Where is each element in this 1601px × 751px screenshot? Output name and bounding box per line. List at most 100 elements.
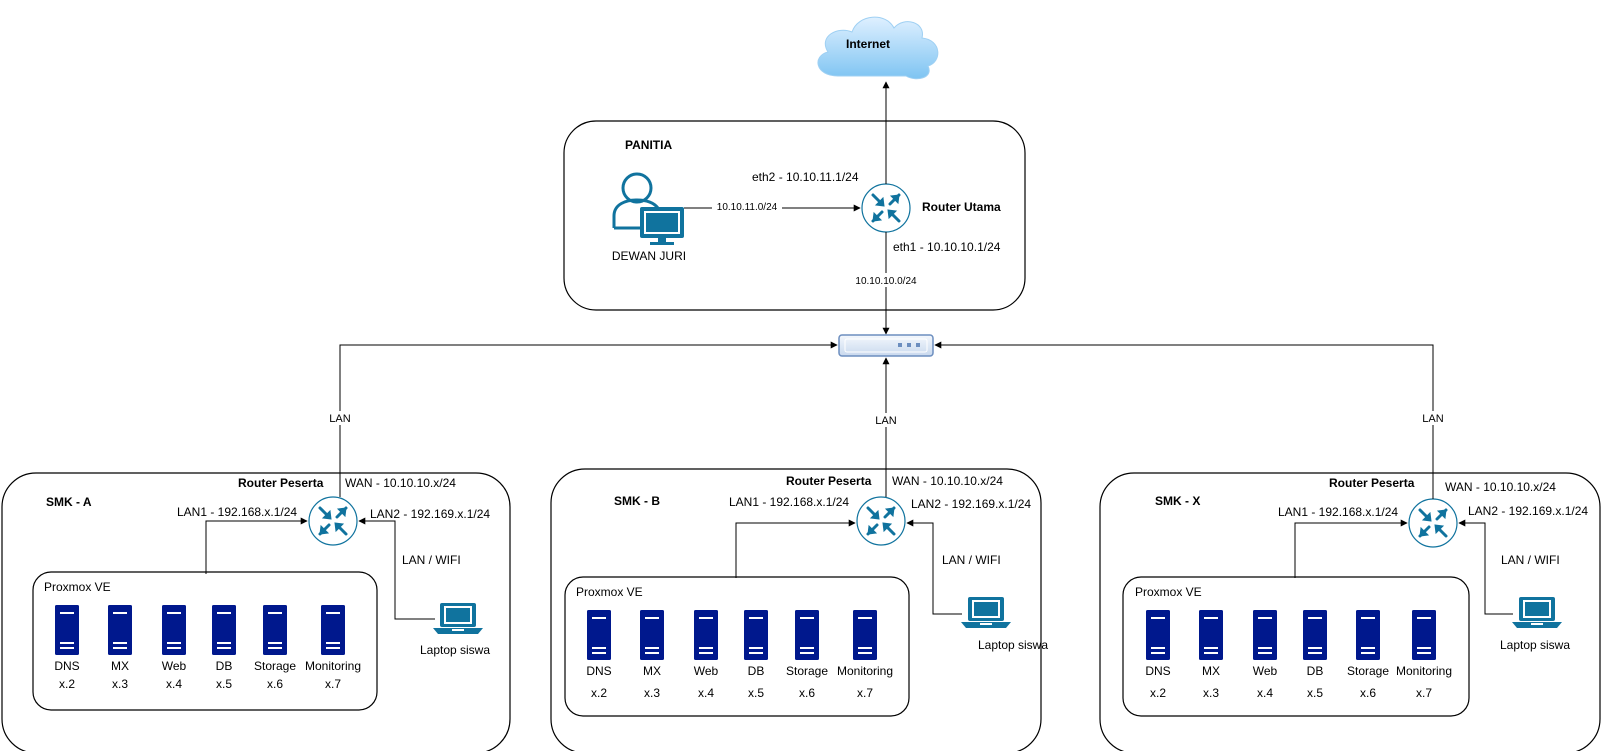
server-ip: x.2 <box>591 686 607 700</box>
server-node[interactable]: Storage x.6 <box>1347 610 1389 700</box>
laptop-label: Laptop siswa <box>1500 638 1570 652</box>
server-ip: x.3 <box>112 677 128 691</box>
router-peserta-label: Router Peserta <box>786 474 872 488</box>
panitia-title: PANITIA <box>625 138 672 152</box>
server-name: Monitoring <box>305 659 361 673</box>
server-ip: x.7 <box>1416 686 1432 700</box>
wifi-label: LAN / WIFI <box>402 553 461 567</box>
core-switch[interactable] <box>838 334 934 357</box>
router-icon <box>871 193 901 223</box>
server-name: MX <box>643 664 661 678</box>
laptop-icon[interactable] <box>961 597 1011 628</box>
server-node[interactable]: MX x.3 <box>108 605 132 691</box>
server-icon <box>853 610 877 660</box>
school-name: SMK - B <box>614 494 660 508</box>
server-icon <box>1303 610 1327 660</box>
server-node[interactable]: Storage x.6 <box>786 610 828 700</box>
router-peserta-label: Router Peserta <box>238 476 324 490</box>
server-ip: x.7 <box>857 686 873 700</box>
lan-link-label-b: LAN <box>875 415 896 427</box>
server-node[interactable]: MX x.3 <box>1199 610 1223 700</box>
server-node[interactable]: DBx.5 <box>212 605 236 691</box>
server-node[interactable]: DBx.5 <box>1303 610 1327 700</box>
router-icon <box>1418 508 1448 538</box>
server-name: MX <box>111 659 129 673</box>
router-peserta[interactable] <box>856 496 906 546</box>
server-node[interactable]: DBx.5 <box>744 610 768 700</box>
server-icon <box>162 605 186 655</box>
router-icon <box>318 506 348 536</box>
server-node[interactable]: DNS x.2 <box>54 605 80 691</box>
server-ip: x.3 <box>1203 686 1219 700</box>
server-ip: x.4 <box>1257 686 1273 700</box>
lan2-label: LAN2 - 192.169.x.1/24 <box>1468 504 1588 518</box>
server-icon <box>1146 610 1170 660</box>
server-icon <box>108 605 132 655</box>
lan1-label: LAN1 - 192.168.x.1/24 <box>729 495 849 509</box>
server-icon <box>321 605 345 655</box>
server-name: Storage <box>254 659 296 673</box>
laptop-label: Laptop siswa <box>420 643 490 657</box>
switch-icon <box>838 334 934 357</box>
wan-label: WAN - 10.10.10.x/24 <box>1445 480 1556 494</box>
server-name: DNS <box>586 664 611 678</box>
server-name: Web <box>694 664 719 678</box>
internet-cloud: Internet <box>817 16 939 80</box>
laptop-icon[interactable] <box>433 603 483 634</box>
server-name: Storage <box>786 664 828 678</box>
router-peserta[interactable] <box>1408 498 1458 548</box>
lan-link-label-a: LAN <box>329 413 350 425</box>
server-ip: x.4 <box>166 677 182 691</box>
server-ip: x.5 <box>748 686 764 700</box>
server-node[interactable]: Web x.4 <box>162 605 187 691</box>
router-utama[interactable] <box>861 183 911 233</box>
server-name: Web <box>162 659 187 673</box>
laptop-icon[interactable] <box>1512 597 1562 628</box>
server-node[interactable]: MXx.3 <box>640 610 664 700</box>
cloud-icon <box>817 16 939 80</box>
user-workstation-icon <box>612 172 684 245</box>
internet-label: Internet <box>846 37 890 51</box>
proxmox-label: Proxmox VE <box>1135 585 1202 599</box>
server-ip: x.6 <box>799 686 815 700</box>
panitia-zone: PANITIA DEWAN JURI 10.10.11.0/24 <box>563 120 1026 311</box>
server-ip: x.2 <box>59 677 75 691</box>
server-node[interactable]: DNS x.2 <box>586 610 612 700</box>
server-icon <box>1412 610 1436 660</box>
server-row: DNSx.2MXx.3Webx.4DBx.5Storagex.6Monitori… <box>54 605 361 691</box>
router-icon <box>866 506 896 536</box>
server-name: DNS <box>54 659 79 673</box>
server-ip: x.7 <box>325 677 341 691</box>
laptop-label: Laptop siswa <box>978 638 1048 652</box>
server-name: DNS <box>1145 664 1170 678</box>
router-utama-label: Router Utama <box>922 200 1001 214</box>
server-ip: x.5 <box>1307 686 1323 700</box>
server-icon <box>694 610 718 660</box>
wan-label: WAN - 10.10.10.x/24 <box>892 474 1003 488</box>
router-peserta-label: Router Peserta <box>1329 476 1415 490</box>
proxmox-cluster <box>32 571 378 711</box>
server-name: MX <box>1202 664 1220 678</box>
server-ip: x.6 <box>1360 686 1376 700</box>
uplink-net-label: 10.10.10.0/24 <box>855 276 917 287</box>
server-name: Storage <box>1347 664 1389 678</box>
server-icon <box>1253 610 1277 660</box>
eth2-label: eth2 - 10.10.11.1/24 <box>752 170 859 184</box>
server-icon <box>1356 610 1380 660</box>
wifi-label: LAN / WIFI <box>1501 553 1560 567</box>
school-name: SMK - A <box>46 495 92 509</box>
server-icon <box>55 605 79 655</box>
server-node[interactable]: Monitoring x.7 <box>305 605 361 691</box>
server-name: DB <box>216 659 233 673</box>
router-peserta[interactable] <box>308 496 358 546</box>
school-name: SMK - X <box>1155 494 1200 508</box>
